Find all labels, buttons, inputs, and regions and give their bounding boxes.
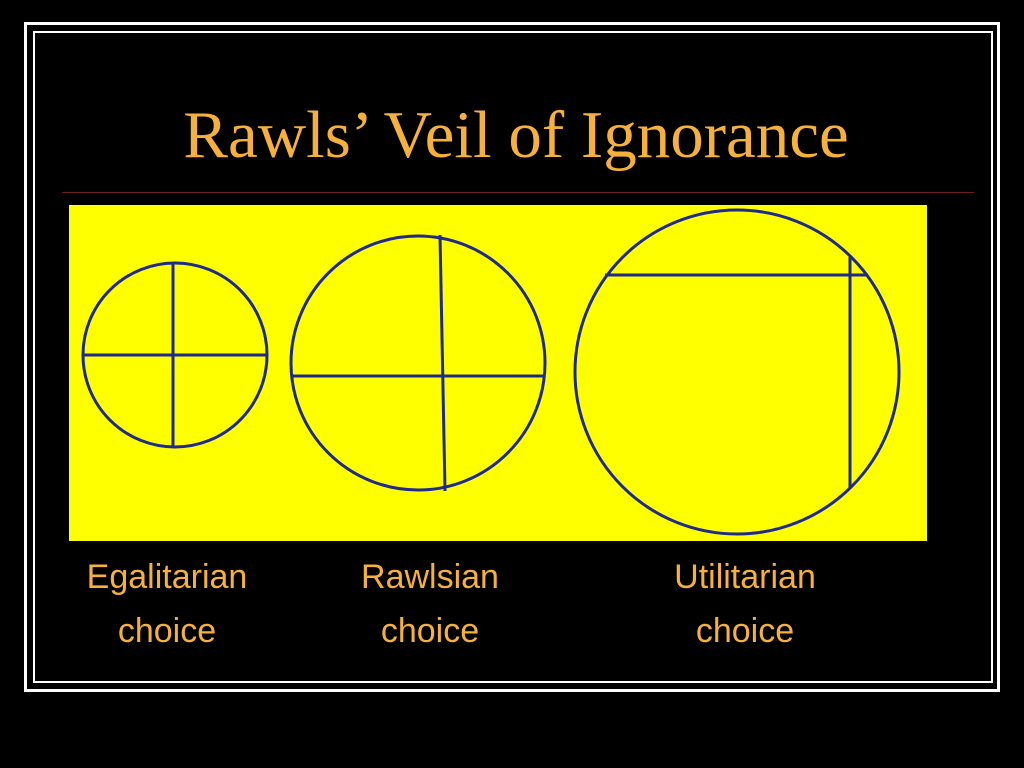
rawlsian-vertical-divider	[438, 234, 447, 492]
slide-title: Rawls’ Veil of Ignorance	[183, 98, 849, 172]
egalitarian-circle-group	[81, 261, 269, 449]
utilitarian-choice-label: Utilitarian choice	[674, 558, 816, 650]
choice-labels: Egalitarian choice Rawlsian choice Utili…	[0, 550, 1024, 660]
egalitarian-choice-label: Egalitarian choice	[86, 558, 248, 650]
circles-diagram	[69, 205, 927, 541]
title-divider	[62, 192, 974, 193]
rawlsian-circle	[289, 234, 547, 492]
utilitarian-circle	[573, 208, 901, 536]
rawlsian-choice-label: Rawlsian choice	[361, 558, 499, 650]
utilitarian-circle-group	[573, 208, 901, 536]
rawlsian-circle-group	[289, 234, 547, 492]
inner-frame	[33, 31, 993, 683]
yellow-panel	[69, 205, 927, 541]
outer-frame	[24, 22, 1000, 692]
